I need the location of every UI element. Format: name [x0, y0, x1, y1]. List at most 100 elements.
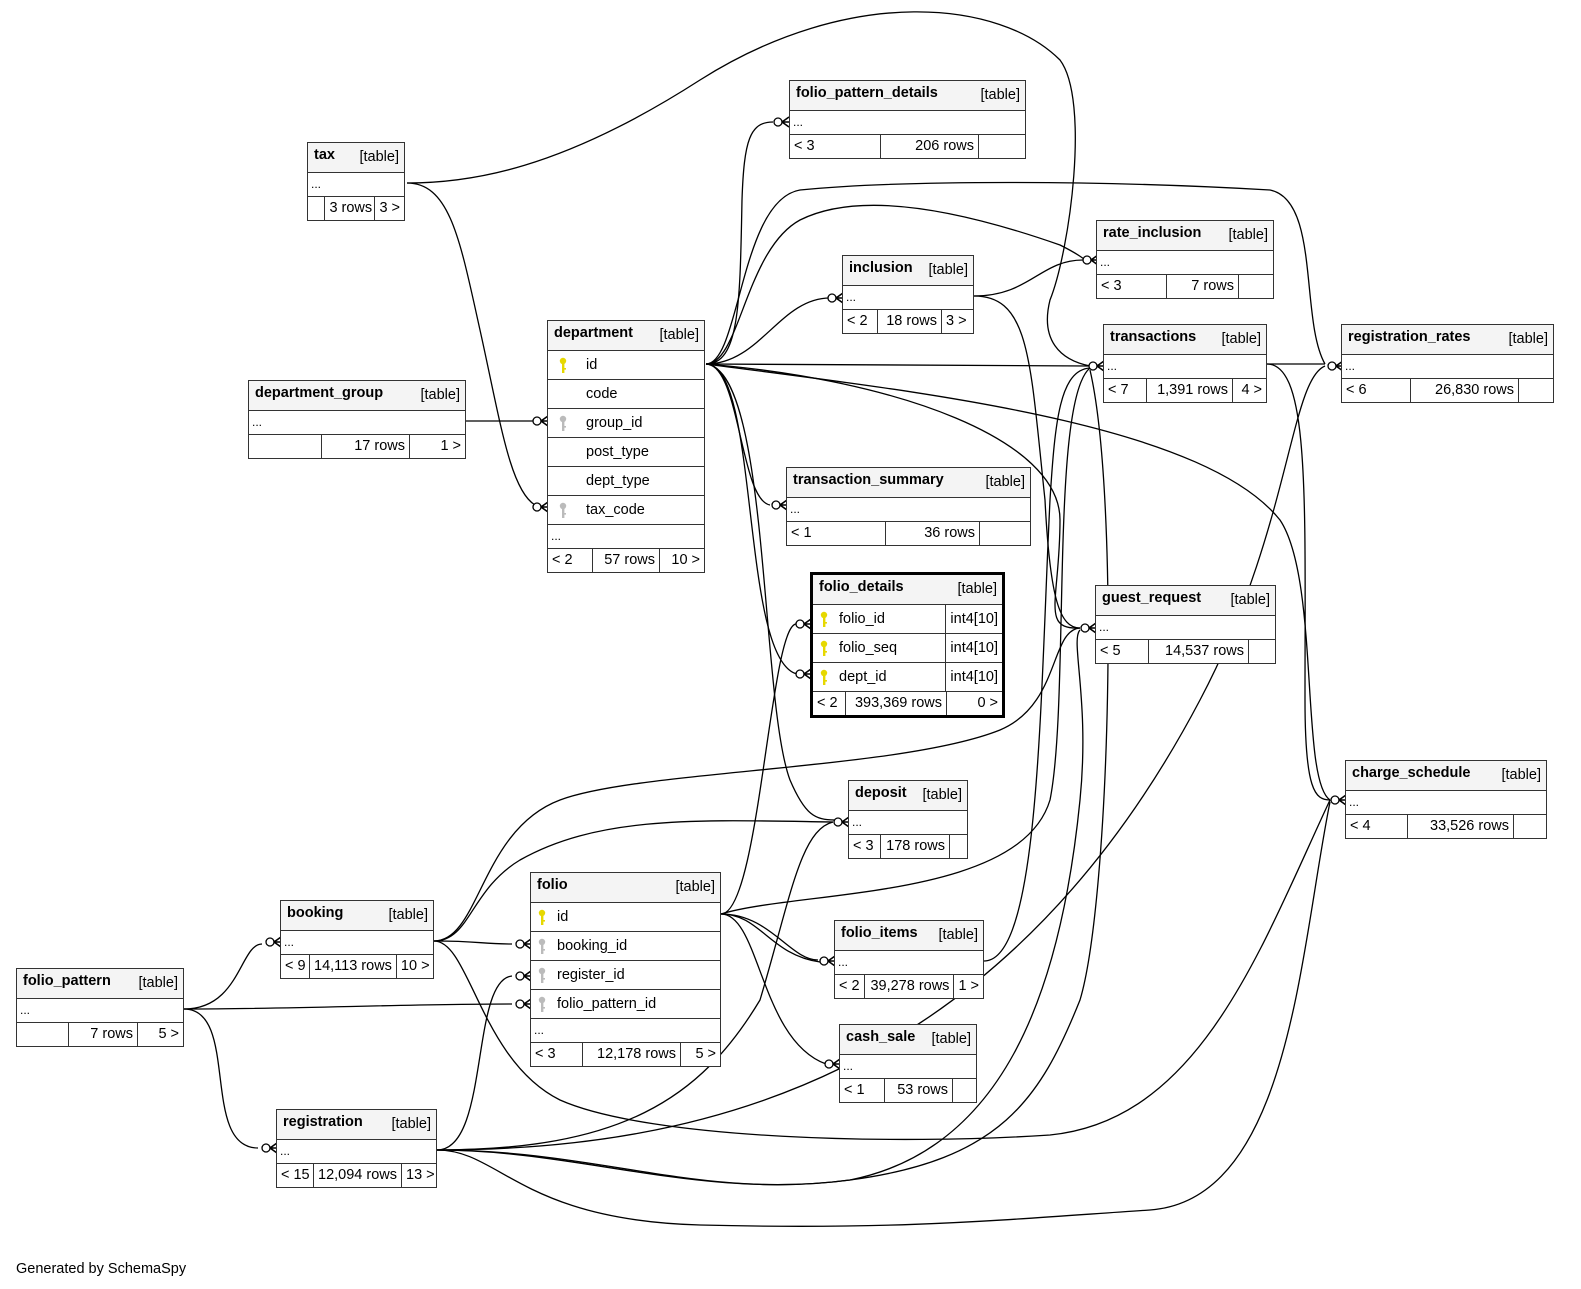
- parents-count[interactable]: < 2: [835, 975, 865, 998]
- parents-count[interactable]: < 3: [790, 135, 881, 158]
- table-name: transactions: [1110, 329, 1197, 345]
- children-count[interactable]: 5 >: [695, 1046, 716, 1062]
- children-count[interactable]: 10 >: [400, 958, 430, 974]
- children-count[interactable]: [950, 835, 967, 858]
- row-count: 1,391 rows: [1147, 379, 1233, 402]
- column-row[interactable]: id: [548, 351, 704, 380]
- inclusion-to-rate-inclusion: [973, 259, 1084, 297]
- marker-guest-request: [1080, 622, 1097, 634]
- row-count: 7 rows: [69, 1023, 138, 1046]
- table-department[interactable]: department[table] id code group_id post_…: [547, 320, 705, 573]
- folio-pattern-to-booking: [183, 943, 263, 1010]
- table-registration[interactable]: registration[table] ... < 15 12,094 rows…: [276, 1109, 437, 1188]
- children-count[interactable]: [953, 1079, 976, 1102]
- department-to-folio-pattern-details: [705, 121, 774, 365]
- parents-count[interactable]: < 9: [281, 955, 310, 978]
- table-registration-rates[interactable]: registration_rates[table] ... < 6 26,830…: [1341, 324, 1554, 403]
- parents-count[interactable]: < 2: [548, 549, 593, 572]
- parents-count[interactable]: < 4: [1346, 815, 1408, 838]
- table-transaction-summary[interactable]: transaction_summary[table] ... < 1 36 ro…: [786, 467, 1031, 546]
- parents-count[interactable]: [17, 1023, 69, 1046]
- children-count[interactable]: [1519, 379, 1553, 402]
- column-row[interactable]: id: [531, 903, 720, 932]
- table-department-group[interactable]: department_group[table] ... 17 rows 1 >: [248, 380, 466, 459]
- column-row[interactable]: code: [548, 380, 704, 409]
- marker-folio-booking-id: [515, 938, 532, 950]
- parents-count[interactable]: [308, 197, 326, 220]
- children-count[interactable]: 4 >: [1241, 382, 1262, 398]
- parents-count[interactable]: < 15: [277, 1164, 314, 1187]
- column-row[interactable]: post_type: [548, 438, 704, 467]
- marker-booking: [265, 936, 282, 948]
- parents-count[interactable]: [249, 435, 322, 458]
- booking-to-charge-schedule: [433, 799, 1331, 1141]
- parents-count[interactable]: < 2: [843, 310, 878, 333]
- children-count[interactable]: 1 >: [440, 438, 461, 454]
- column-row[interactable]: group_id: [548, 409, 704, 438]
- columns-ellipsis: ...: [548, 525, 704, 549]
- parents-count[interactable]: < 3: [531, 1043, 583, 1066]
- children-count[interactable]: 1 >: [958, 978, 979, 994]
- children-count[interactable]: [980, 522, 1030, 545]
- parents-count[interactable]: < 1: [787, 522, 886, 545]
- table-folio-pattern[interactable]: folio_pattern[table] ... 7 rows 5 >: [16, 968, 184, 1047]
- parents-count[interactable]: < 1: [840, 1079, 885, 1102]
- table-type: [table]: [980, 87, 1021, 103]
- table-charge-schedule[interactable]: charge_schedule[table] ... < 4 33,526 ro…: [1345, 760, 1547, 839]
- children-count[interactable]: 3 >: [946, 313, 967, 329]
- column-row[interactable]: dept_type: [548, 467, 704, 496]
- table-guest-request[interactable]: guest_request[table] ... < 5 14,537 rows: [1095, 585, 1276, 664]
- columns-ellipsis: ...: [1104, 355, 1266, 379]
- table-footer: < 1 36 rows: [787, 522, 1030, 545]
- children-count[interactable]: [979, 135, 1025, 158]
- parents-count[interactable]: < 7: [1104, 379, 1147, 402]
- children-count[interactable]: [1514, 815, 1546, 838]
- table-deposit[interactable]: deposit[table] ... < 3 178 rows: [848, 780, 968, 859]
- table-rate-inclusion[interactable]: rate_inclusion[table] ... < 3 7 rows: [1096, 220, 1274, 299]
- table-cash-sale[interactable]: cash_sale[table] ... < 1 53 rows: [839, 1024, 977, 1103]
- department-to-transaction-summary: [705, 363, 771, 506]
- children-count[interactable]: 3 >: [379, 200, 400, 216]
- table-transactions[interactable]: transactions[table] ... < 7 1,391 rows 4…: [1103, 324, 1267, 403]
- parents-count[interactable]: < 5: [1096, 640, 1149, 663]
- table-type: [table]: [957, 581, 998, 597]
- children-count[interactable]: [1239, 275, 1273, 298]
- columns-ellipsis: ...: [840, 1055, 976, 1079]
- booking-to-deposit: [433, 820, 834, 942]
- table-name: booking: [287, 905, 344, 921]
- table-name: transaction_summary: [793, 472, 944, 488]
- folio-pattern-to-folio: [183, 1003, 513, 1010]
- column-row[interactable]: register_id: [531, 961, 720, 990]
- children-count[interactable]: 10 >: [671, 552, 700, 568]
- children-count[interactable]: [1249, 640, 1275, 663]
- parents-count[interactable]: < 3: [1097, 275, 1167, 298]
- table-booking[interactable]: booking[table] ... < 9 14,113 rows 10 >: [280, 900, 434, 979]
- foreign-key-icon: [548, 415, 578, 432]
- department-to-registration-rates: [705, 181, 1326, 365]
- table-folio-items[interactable]: folio_items[table] ... < 2 39,278 rows 1…: [834, 920, 984, 999]
- children-count[interactable]: 13 >: [406, 1167, 435, 1183]
- column-row[interactable]: booking_id: [531, 932, 720, 961]
- table-folio-pattern-details[interactable]: folio_pattern_details[table] ... < 3 206…: [789, 80, 1026, 159]
- table-folio[interactable]: folio[table] id booking_id register_id f…: [530, 872, 721, 1067]
- department-to-transactions: [705, 363, 1091, 367]
- children-count[interactable]: 0 >: [977, 695, 998, 711]
- registration-to-registration-rates: [436, 365, 1326, 1151]
- table-inclusion[interactable]: inclusion[table] ... < 2 18 rows 3 >: [842, 255, 974, 334]
- column-row[interactable]: folio_pattern_id: [531, 990, 720, 1019]
- table-tax[interactable]: tax[table] ... 3 rows 3 >: [307, 142, 405, 221]
- marker-folio-details-folio-id: [795, 618, 812, 630]
- row-count: 12,178 rows: [583, 1043, 681, 1066]
- column-name: post_type: [586, 444, 649, 460]
- parents-count[interactable]: < 6: [1342, 379, 1411, 402]
- parents-count[interactable]: < 3: [849, 835, 881, 858]
- parents-count[interactable]: < 2: [813, 692, 846, 715]
- table-footer: < 7 1,391 rows 4 >: [1104, 379, 1266, 402]
- column-row[interactable]: tax_code: [548, 496, 704, 525]
- children-count[interactable]: 5 >: [158, 1026, 179, 1042]
- table-type: [table]: [138, 975, 179, 991]
